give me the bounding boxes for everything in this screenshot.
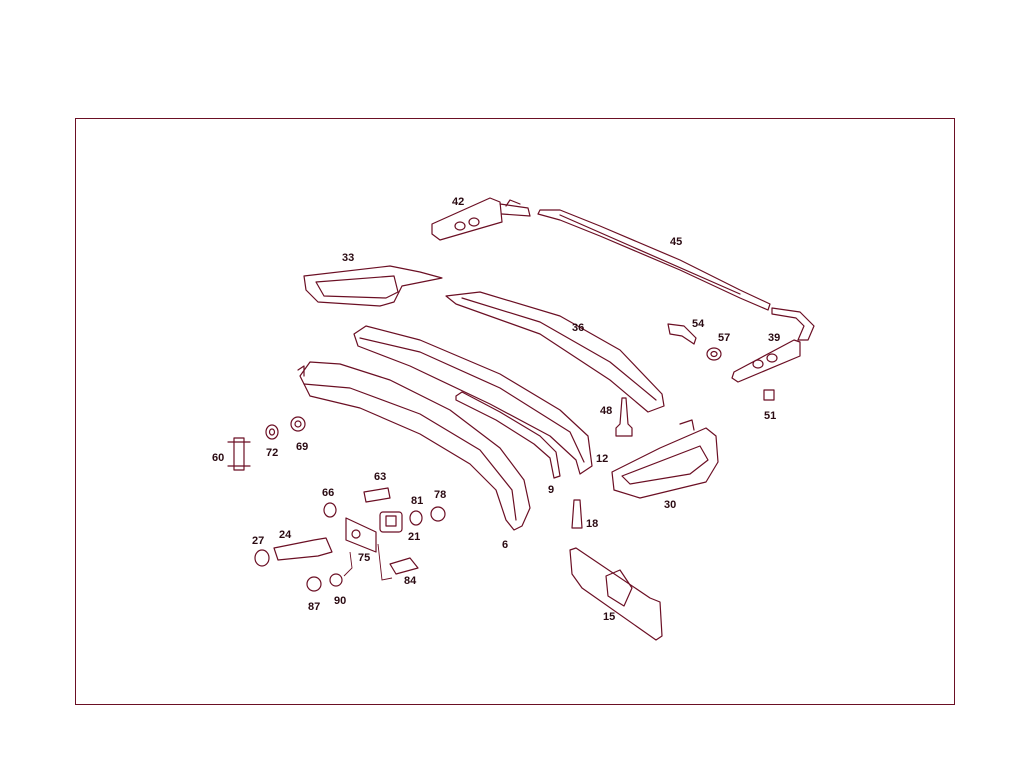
callout-81: 81 <box>411 495 423 507</box>
part-6-bumper[interactable] <box>297 361 531 531</box>
part-51-clip[interactable] <box>763 389 775 401</box>
part-48-screw[interactable] <box>615 397 633 437</box>
callout-90: 90 <box>334 595 346 607</box>
part-18-pin[interactable] <box>571 499 583 529</box>
callout-84: 84 <box>404 575 417 587</box>
part-75-plate[interactable] <box>345 517 377 553</box>
diagram-frame <box>75 118 955 705</box>
callout-78: 78 <box>434 489 446 501</box>
part-39-bracket[interactable] <box>731 307 815 383</box>
callout-87: 87 <box>308 601 320 613</box>
callout-24: 24 <box>279 529 292 541</box>
part-81-washer[interactable] <box>409 510 423 526</box>
callout-9: 9 <box>548 484 554 496</box>
callout-39: 39 <box>768 332 780 344</box>
part-87-nut[interactable] <box>306 576 322 592</box>
callout-18: 18 <box>586 518 598 530</box>
callout-75: 75 <box>358 552 370 564</box>
part-21-mount[interactable] <box>379 511 403 533</box>
callout-54: 54 <box>692 318 705 330</box>
part-36-strip[interactable] <box>445 291 665 413</box>
callout-45: 45 <box>670 236 682 248</box>
callout-66: 66 <box>322 487 334 499</box>
part-72-washer[interactable] <box>265 424 279 440</box>
part-42-bracket[interactable] <box>431 197 531 241</box>
leader-line <box>377 543 393 581</box>
part-33-guard[interactable] <box>303 265 443 307</box>
part-27-nut[interactable] <box>254 549 270 567</box>
part-45-strip[interactable] <box>537 209 771 311</box>
part-63-bolt[interactable] <box>363 487 391 503</box>
part-9-strip[interactable] <box>455 391 561 479</box>
part-90-washer[interactable] <box>329 573 343 587</box>
callout-51: 51 <box>764 410 776 422</box>
callout-33: 33 <box>342 252 354 264</box>
part-78-nut[interactable] <box>430 506 446 522</box>
callout-21: 21 <box>408 531 420 543</box>
callout-15: 15 <box>603 611 615 623</box>
part-66-washer[interactable] <box>323 502 337 518</box>
callout-27: 27 <box>252 535 264 547</box>
part-84-bolt[interactable] <box>389 557 419 575</box>
part-30-corner[interactable] <box>611 419 719 499</box>
part-57-nut[interactable] <box>706 347 722 361</box>
part-54-bolt[interactable] <box>667 323 697 345</box>
callout-57: 57 <box>718 332 730 344</box>
part-60-bracket[interactable] <box>227 437 251 471</box>
callout-63: 63 <box>374 471 386 483</box>
callout-6: 6 <box>502 539 508 551</box>
callout-36: 36 <box>572 322 584 334</box>
part-24-shaft[interactable] <box>273 537 333 561</box>
part-15-panel[interactable] <box>569 547 663 641</box>
callout-60: 60 <box>212 452 224 464</box>
callout-42: 42 <box>452 196 464 208</box>
callout-72: 72 <box>266 447 278 459</box>
part-12-rail[interactable] <box>353 325 593 475</box>
callout-30: 30 <box>664 499 676 511</box>
callout-12: 12 <box>596 453 608 465</box>
callout-69: 69 <box>296 441 308 453</box>
leader-line <box>343 551 353 577</box>
callout-48: 48 <box>600 405 612 417</box>
part-69-nut[interactable] <box>290 416 306 432</box>
